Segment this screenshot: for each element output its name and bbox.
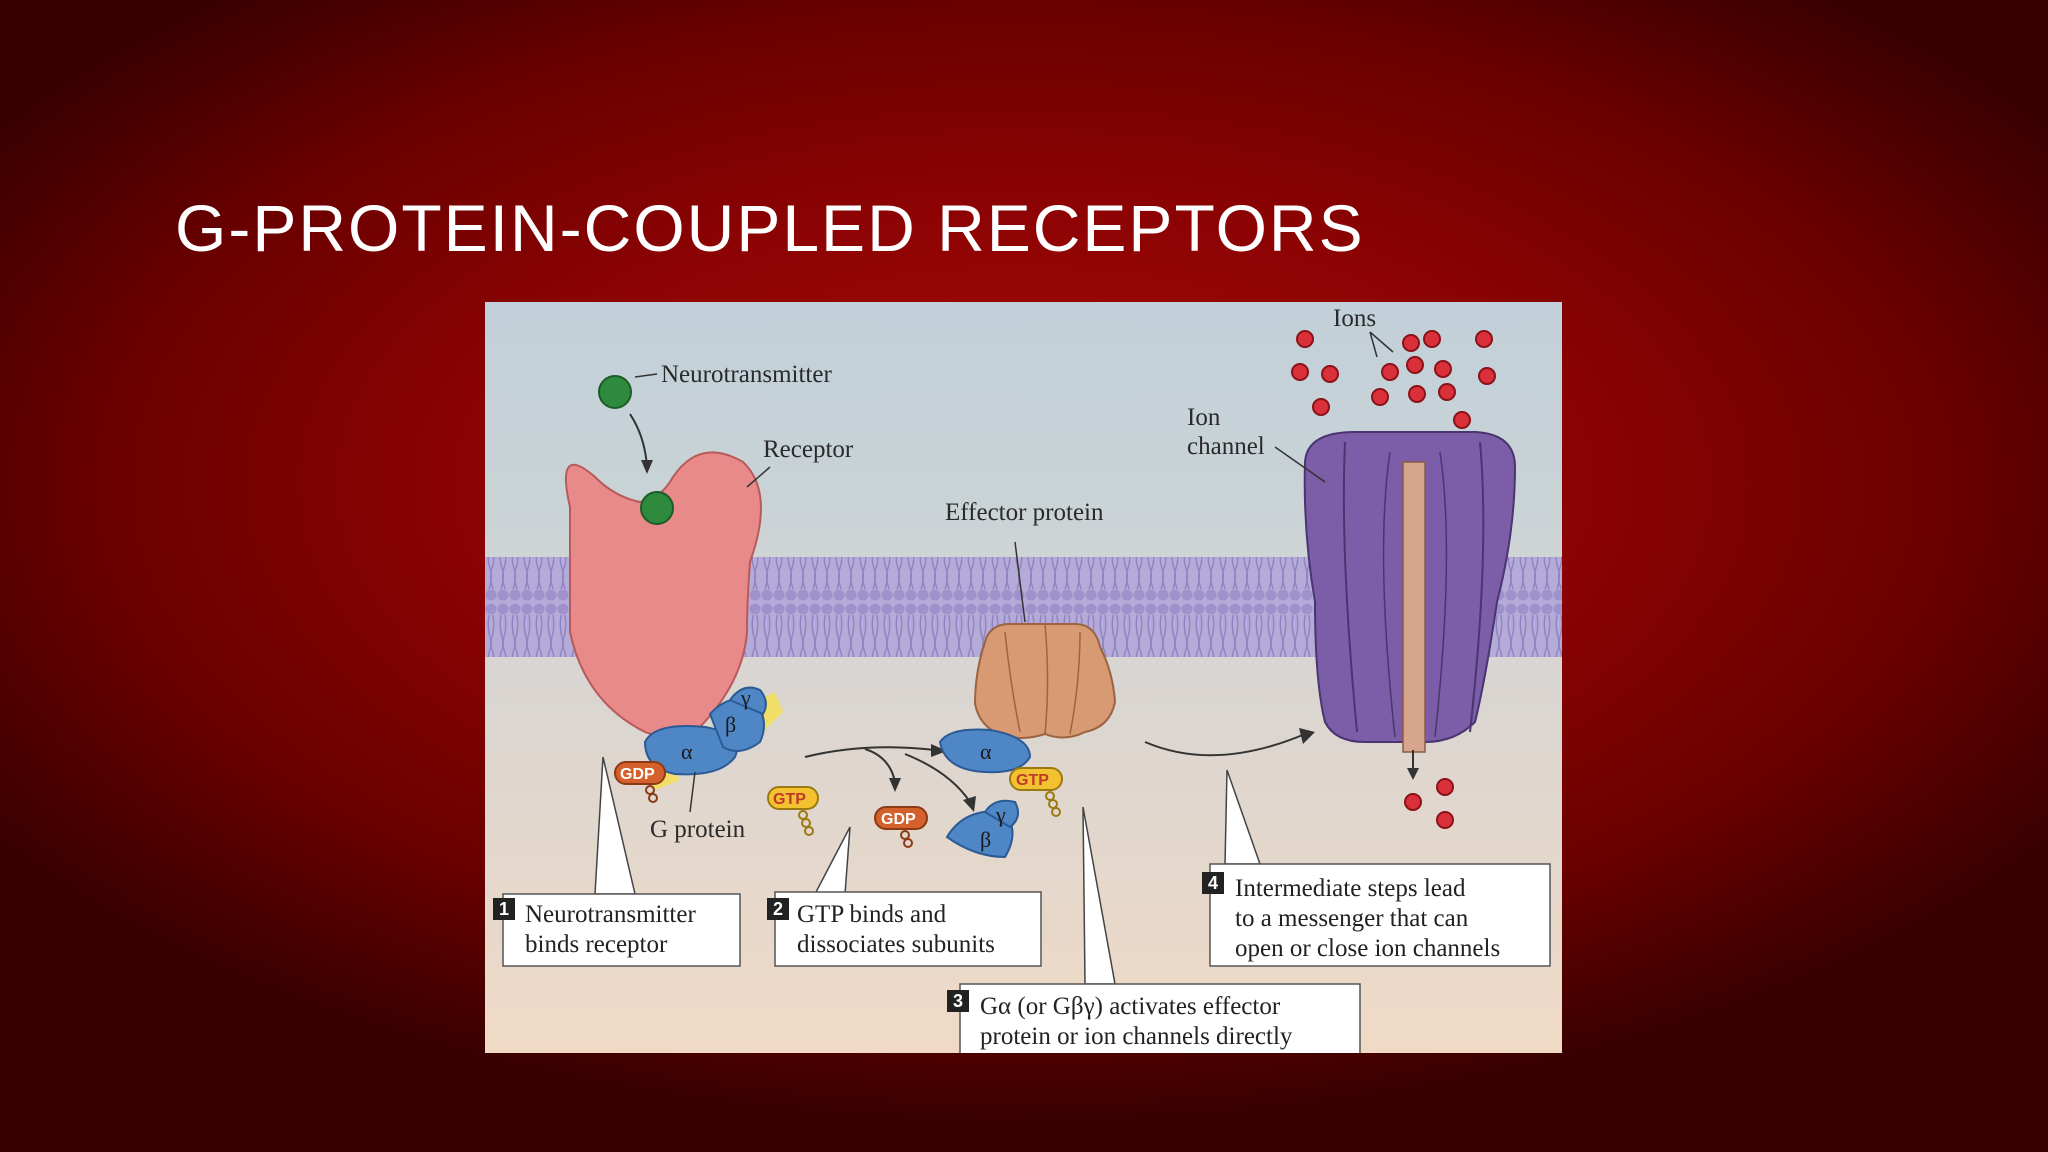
gtp-free: GTP	[767, 786, 819, 836]
ions-intracellular	[1404, 778, 1454, 829]
arrow-gdp-release	[864, 748, 896, 783]
step-3-callout: 3 Gα (or Gβγ) activates effector protein…	[947, 806, 1361, 1053]
step-4-callout: 4 Intermediate steps lead to a messenger…	[1202, 769, 1551, 967]
step-4-number: 4	[1208, 873, 1218, 893]
neurotransmitter-bound	[640, 491, 674, 525]
alpha-subunit-label: α	[681, 739, 693, 764]
arrow-messenger	[1144, 733, 1306, 757]
gdp-free: GDP	[874, 806, 928, 848]
step-2-line1: GTP binds and	[797, 901, 947, 928]
step-3-number: 3	[953, 991, 963, 1011]
free-beta-label: β	[980, 827, 991, 852]
gpcr-diagram: Neurotransmitter Receptor α β γ GDP G pr…	[485, 302, 1562, 1053]
step-3-line2: protein or ion channels directly	[980, 1023, 1293, 1050]
arrow-gtp-binding	[804, 746, 936, 758]
arrow-beta-gamma-release	[904, 753, 971, 803]
step-4-line1: Intermediate steps lead	[1235, 875, 1466, 902]
step-4-line2: to a messenger that can	[1235, 905, 1469, 932]
step-2-line2: dissociates subunits	[797, 931, 995, 958]
ion-channel	[1303, 431, 1517, 753]
active-alpha-label: α	[980, 739, 992, 764]
beta-gamma-dimer-free: β γ	[945, 799, 1020, 859]
beta-subunit-label: β	[725, 712, 736, 737]
label-effector-protein: Effector protein	[945, 499, 1104, 526]
svg-text:GDP: GDP	[620, 766, 655, 783]
step-1-callout: 1 Neurotransmitter binds receptor	[493, 756, 741, 967]
step-2-number: 2	[773, 899, 783, 919]
effector-protein	[973, 622, 1117, 739]
slide-title: G-PROTEIN-COUPLED RECEPTORS	[175, 191, 1365, 265]
step-4-line3: open or close ion channels	[1235, 935, 1500, 962]
step-1-line1: Neurotransmitter	[525, 901, 696, 928]
label-receptor: Receptor	[763, 436, 854, 463]
label-g-protein: G protein	[650, 816, 746, 843]
g-alpha-active: α	[938, 728, 1032, 774]
step-2-callout: 2 GTP binds and dissociates subunits	[767, 826, 1042, 967]
label-ion-channel-line1: Ion	[1187, 404, 1221, 431]
svg-text:GDP: GDP	[881, 811, 916, 828]
free-gamma-label: γ	[995, 802, 1006, 827]
gamma-subunit-label: γ	[740, 685, 751, 710]
label-ion-channel-line2: channel	[1187, 433, 1265, 460]
svg-text:GTP: GTP	[773, 791, 806, 808]
step-1-line2: binds receptor	[525, 931, 668, 958]
ions-extracellular	[1291, 330, 1496, 429]
svg-text:GTP: GTP	[1016, 772, 1049, 789]
neurotransmitter-molecule-free	[598, 375, 632, 409]
step-1-number: 1	[499, 899, 509, 919]
label-ions: Ions	[1333, 305, 1376, 332]
gtp-bound: GTP	[1009, 767, 1063, 817]
gdp-bound: GDP	[614, 761, 666, 803]
step-3-line1: Gα (or Gβγ) activates effector	[980, 993, 1281, 1020]
label-neurotransmitter: Neurotransmitter	[661, 361, 832, 388]
